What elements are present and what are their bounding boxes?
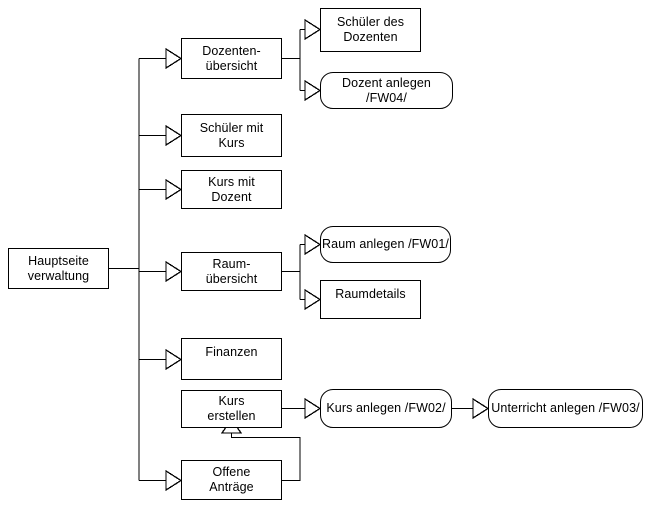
- node-raumdetails[interactable]: Raumdetails: [320, 280, 421, 319]
- node-label: Kurs erstellen: [207, 394, 256, 423]
- node-finanzen[interactable]: Finanzen: [181, 338, 282, 380]
- node-kurs-mit-dozent[interactable]: Kurs mit Dozent: [181, 170, 282, 209]
- node-hauptseite-verwaltung[interactable]: Hauptseite verwaltung: [8, 248, 109, 289]
- node-raum-anlegen-fw01[interactable]: Raum anlegen /FW01/: [320, 226, 451, 263]
- arrowhead-unterricht-anlegen: [472, 397, 490, 420]
- arrowhead-offene-antraege: [165, 469, 183, 492]
- node-label: Raumdetails: [335, 287, 406, 301]
- node-kurs-anlegen-fw02[interactable]: Kurs anlegen /FW02/: [320, 389, 452, 428]
- node-label: Schüler des Dozenten: [336, 15, 405, 44]
- node-label: Schüler mit Kurs: [199, 120, 264, 150]
- arrowhead-dozent-anlegen: [304, 79, 322, 102]
- node-unterricht-anlegen-fw03[interactable]: Unterricht anlegen /FW03/: [488, 389, 643, 428]
- node-label: Kurs anlegen /FW02/: [326, 401, 446, 415]
- arrowhead-dozentenuebersicht: [165, 47, 183, 70]
- node-schueler-des-dozenten[interactable]: Schüler des Dozenten: [320, 8, 421, 52]
- node-label: Raum anlegen /FW01/: [322, 237, 449, 251]
- node-label: Offene Anträge: [209, 465, 254, 494]
- arrowhead-raumuebersicht: [165, 260, 183, 283]
- node-label: Unterricht anlegen /FW03/: [491, 401, 640, 415]
- node-label: Dozenten- übersicht: [202, 43, 261, 73]
- node-label: Finanzen: [205, 345, 258, 359]
- node-label: Kurs mit Dozent: [208, 174, 255, 204]
- node-dozent-anlegen-fw04[interactable]: Dozent anlegen /FW04/: [320, 72, 453, 109]
- arrowhead-raumdetails: [304, 288, 322, 311]
- arrowhead-finanzen: [165, 348, 183, 371]
- node-label: Hauptseite verwaltung: [27, 253, 90, 283]
- node-raum-uebersicht[interactable]: Raum- übersicht: [181, 252, 282, 291]
- node-offene-antraege[interactable]: Offene Anträge: [181, 460, 282, 500]
- arrowhead-raum-anlegen: [304, 233, 322, 256]
- node-dozenten-uebersicht[interactable]: Dozenten- übersicht: [181, 38, 282, 79]
- arrowhead-kurs-anlegen: [304, 397, 322, 420]
- node-label: Raum- übersicht: [205, 256, 258, 286]
- arrowhead-kurs-mit-dozent: [165, 178, 183, 201]
- arrowhead-schueler-mit-kurs: [165, 124, 183, 147]
- arrowhead-schueler-des-dozenten: [304, 18, 322, 41]
- node-schueler-mit-kurs[interactable]: Schüler mit Kurs: [181, 114, 282, 157]
- node-kurs-erstellen[interactable]: Kurs erstellen: [181, 390, 282, 428]
- edge-offene-antraege-kurs-erstellen: [230, 433, 301, 482]
- node-label: Dozent anlegen /FW04/: [342, 75, 431, 105]
